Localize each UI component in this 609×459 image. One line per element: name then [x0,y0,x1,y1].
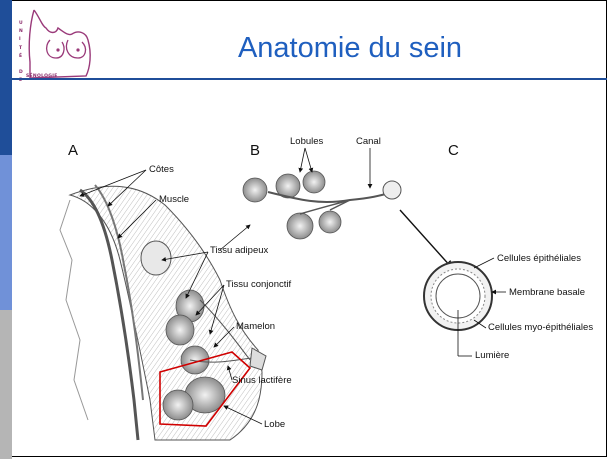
label-membrane-basale: Membrane basale [509,287,585,298]
label-lumiere: Lumière [475,350,509,361]
label-lobe: Lobe [264,419,285,430]
label-lobules: Lobules [290,136,323,147]
label-canal: Canal [356,136,381,147]
label-sinus-lactifere: Sinus lactifère [232,375,292,386]
label-cellules-myo-epitheliales: Cellules myo-épithéliales [488,322,593,333]
label-cotes: Côtes [149,164,174,175]
label-tissu-adipeux: Tissu adipeux [210,245,268,256]
label-mamelon: Mamelon [236,321,275,332]
panel-a-breast-section [60,170,266,440]
label-tissu-conjonctif: Tissu conjonctif [226,279,291,290]
panel-c-alveolus-section [424,258,506,356]
panel-letter-c: C [448,142,459,159]
panel-letter-a: A [68,142,78,159]
label-muscle: Muscle [159,194,189,205]
panel-letter-b: B [250,142,260,159]
label-cellules-epitheliales: Cellules épithéliales [497,253,581,264]
